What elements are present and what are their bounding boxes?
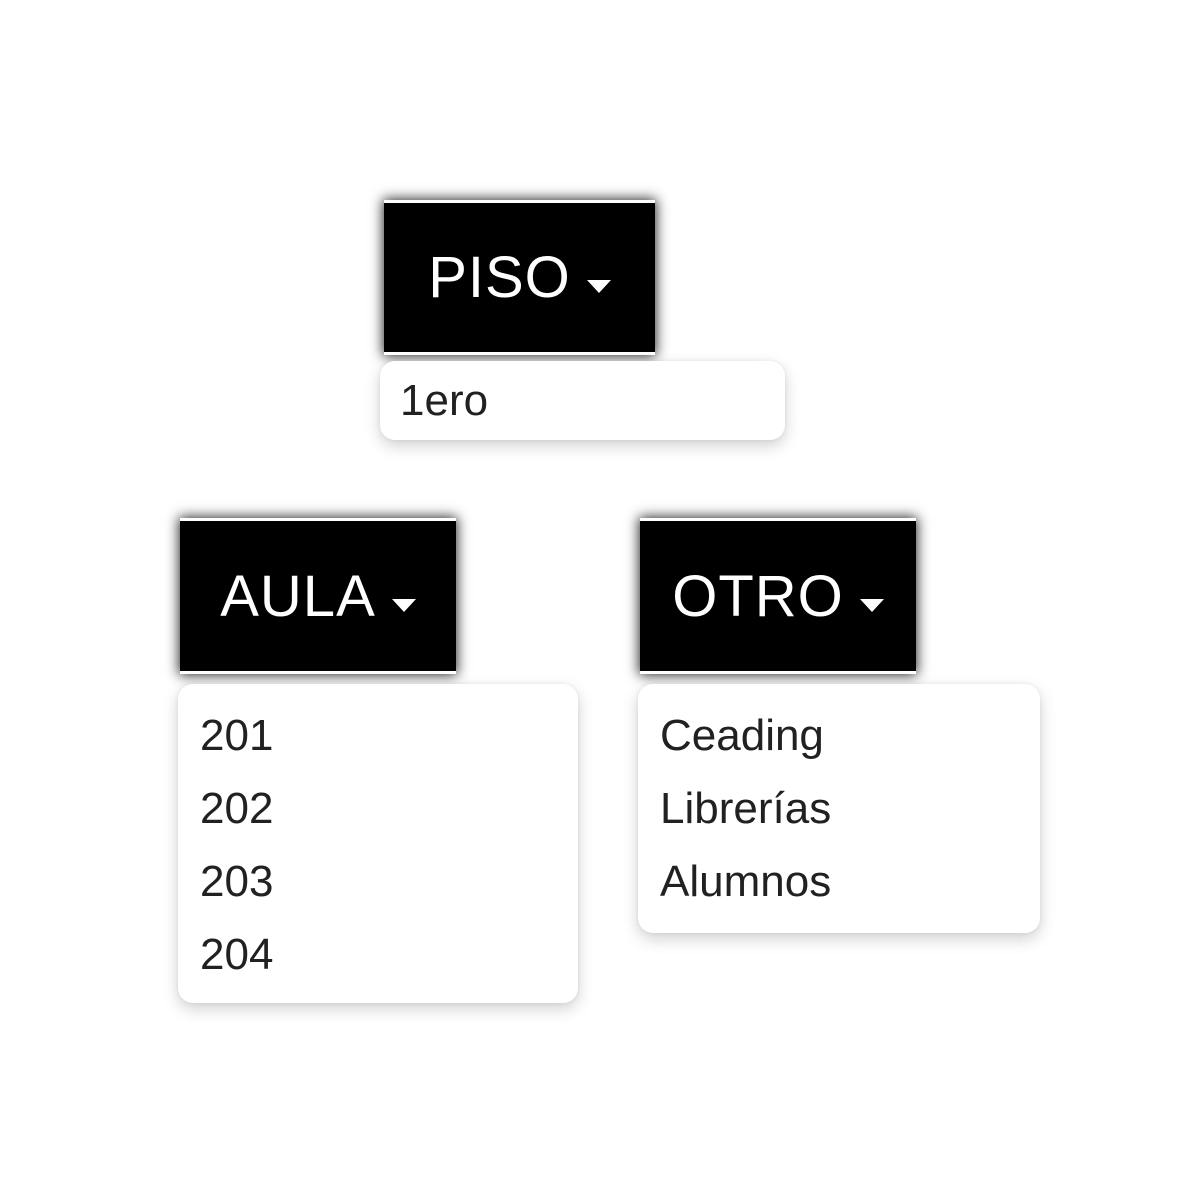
dropdown-button-otro-label: OTRO [672, 563, 844, 629]
menu-item-203[interactable]: 203 [200, 856, 274, 906]
dropdown-menu-piso: 1ero [380, 361, 785, 440]
menu-item-1ero[interactable]: 1ero [400, 375, 489, 425]
menu-item-ceading[interactable]: Ceading [660, 710, 824, 760]
dropdown-button-aula[interactable]: AULA [180, 518, 456, 674]
dropdown-menu-otro: Ceading Librerías Alumnos [638, 684, 1040, 933]
caret-down-icon [859, 598, 884, 612]
dropdown-menu-aula: 201 202 203 204 [178, 684, 578, 1003]
dropdown-button-piso[interactable]: PISO [384, 200, 655, 355]
dropdown-button-otro[interactable]: OTRO [640, 518, 916, 674]
menu-item-202[interactable]: 202 [200, 783, 274, 833]
menu-item-201[interactable]: 201 [200, 710, 274, 760]
menu-item-204[interactable]: 204 [200, 929, 274, 979]
dropdown-button-piso-label: PISO [428, 245, 571, 310]
dropdown-button-aula-label: AULA [220, 563, 376, 629]
caret-down-icon [586, 280, 611, 293]
menu-item-alumnos[interactable]: Alumnos [660, 856, 832, 906]
menu-item-librerias[interactable]: Librerías [660, 783, 832, 833]
caret-down-icon [391, 598, 416, 612]
